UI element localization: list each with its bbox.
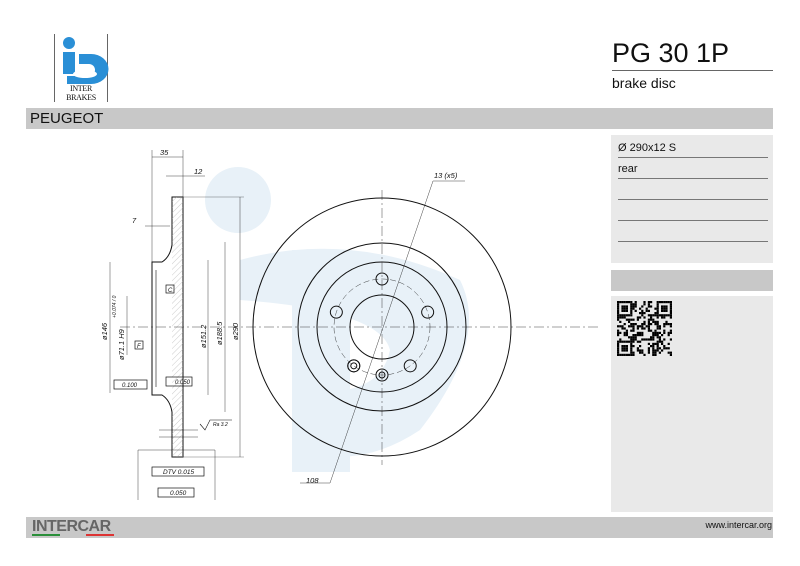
bolt-hole [403, 359, 417, 373]
dim-290: ø290 [231, 322, 240, 340]
part-type: brake disc [612, 75, 676, 91]
spec-empty [618, 221, 768, 242]
bolt-hole [375, 272, 389, 286]
inter-brakes-logo: INTER BRAKES [54, 34, 109, 102]
screw-hole [350, 362, 358, 370]
qr-code-icon [617, 301, 672, 356]
brand-bar [26, 108, 773, 129]
datum-f: F [137, 344, 141, 350]
intercar-logo-text: INTERCAR [32, 518, 111, 535]
spec-empty [618, 179, 768, 200]
spec-position: rear [618, 158, 768, 179]
logo-text: INTER BRAKES [66, 84, 96, 102]
specs-panel: Ø 290x12 S rear [611, 135, 773, 263]
bolt-hole [329, 305, 343, 319]
dtv-tol: DTV 0.015 [163, 469, 194, 476]
watermark [205, 167, 469, 472]
website-link[interactable]: www.intercar.org [705, 520, 772, 530]
parallelism-tol: 0.100 [122, 383, 138, 389]
dim-holes: 13 (x5) [434, 171, 458, 180]
qr-panel [611, 296, 773, 512]
runout2-tol: 0.050 [170, 490, 187, 497]
dim-35: 35 [160, 148, 169, 157]
divider [612, 70, 773, 71]
dim-151: ø151.2 [199, 324, 208, 348]
logo-mark-icon [63, 37, 109, 84]
screw-hole [347, 359, 361, 373]
dim-7: 7 [132, 216, 137, 225]
dim-12: 12 [194, 167, 203, 176]
bolt-hole [421, 305, 435, 319]
part-code: PG 30 1P [612, 38, 730, 68]
screw-hole [378, 371, 386, 379]
technical-drawing: 35 12 7 ø146 ø71.1 H9 +0.074 / 0 ø151.2 … [100, 148, 600, 500]
footer-bar [26, 517, 773, 538]
dim-tolerance: +0.074 / 0 [112, 295, 118, 318]
dim-146: ø146 [100, 322, 109, 340]
side-view [109, 150, 600, 500]
dim-188: ø188.5 [215, 321, 224, 345]
datum-c: C [168, 288, 173, 294]
spec-empty [618, 200, 768, 221]
runout-tol: 0.050 [175, 380, 191, 386]
dim-pcd: 108 [306, 476, 319, 485]
brand-name: PEUGEOT [30, 110, 104, 127]
roughness: Ra 3.2 [213, 422, 228, 428]
section-bar [611, 270, 773, 291]
intercar-logo: INTERCAR [32, 518, 114, 536]
dim-center-bore: ø71.1 H9 [117, 328, 126, 360]
screw-hole [375, 368, 389, 382]
front-view [252, 180, 512, 484]
spec-size: Ø 290x12 S [618, 137, 768, 158]
